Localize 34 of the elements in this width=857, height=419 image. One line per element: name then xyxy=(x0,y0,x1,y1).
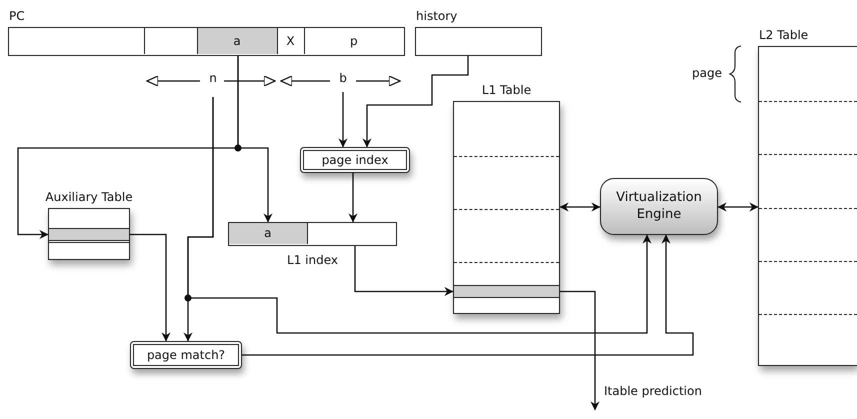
arrow xyxy=(560,202,600,212)
arrow xyxy=(560,290,600,410)
annotation-label: page xyxy=(692,66,722,80)
arrow xyxy=(187,97,652,334)
table-heading: PC xyxy=(9,9,25,23)
arrow xyxy=(362,56,469,148)
node-text: b xyxy=(339,71,347,86)
node-text: a xyxy=(233,34,241,48)
arrow xyxy=(354,246,454,296)
table-row xyxy=(49,228,129,240)
node-text: p xyxy=(350,34,358,48)
arrow xyxy=(237,56,272,222)
highlighted-field xyxy=(198,28,278,54)
arrow xyxy=(338,92,348,148)
highlighted-field xyxy=(229,223,308,244)
table-heading: L1 index xyxy=(287,253,338,267)
table-heading: L1 Table xyxy=(482,83,532,97)
table-row xyxy=(454,284,559,298)
node-text: Virtualization Engine xyxy=(615,190,703,223)
node-text: X xyxy=(286,34,295,48)
node-text: page index xyxy=(303,150,407,170)
table-heading: Auxiliary Table xyxy=(45,190,133,204)
edge-label: Itable prediction xyxy=(604,384,702,398)
engine-box xyxy=(600,178,718,235)
arrow xyxy=(130,234,170,342)
node-text: page match? xyxy=(133,344,239,366)
arrow xyxy=(242,234,694,356)
register-field xyxy=(144,28,198,54)
arrow xyxy=(718,202,758,212)
table-heading: history xyxy=(416,9,458,23)
node-text: a xyxy=(264,226,272,241)
arrow xyxy=(348,173,358,222)
table-heading: L2 Table xyxy=(759,28,808,42)
node-text: n xyxy=(209,71,217,86)
